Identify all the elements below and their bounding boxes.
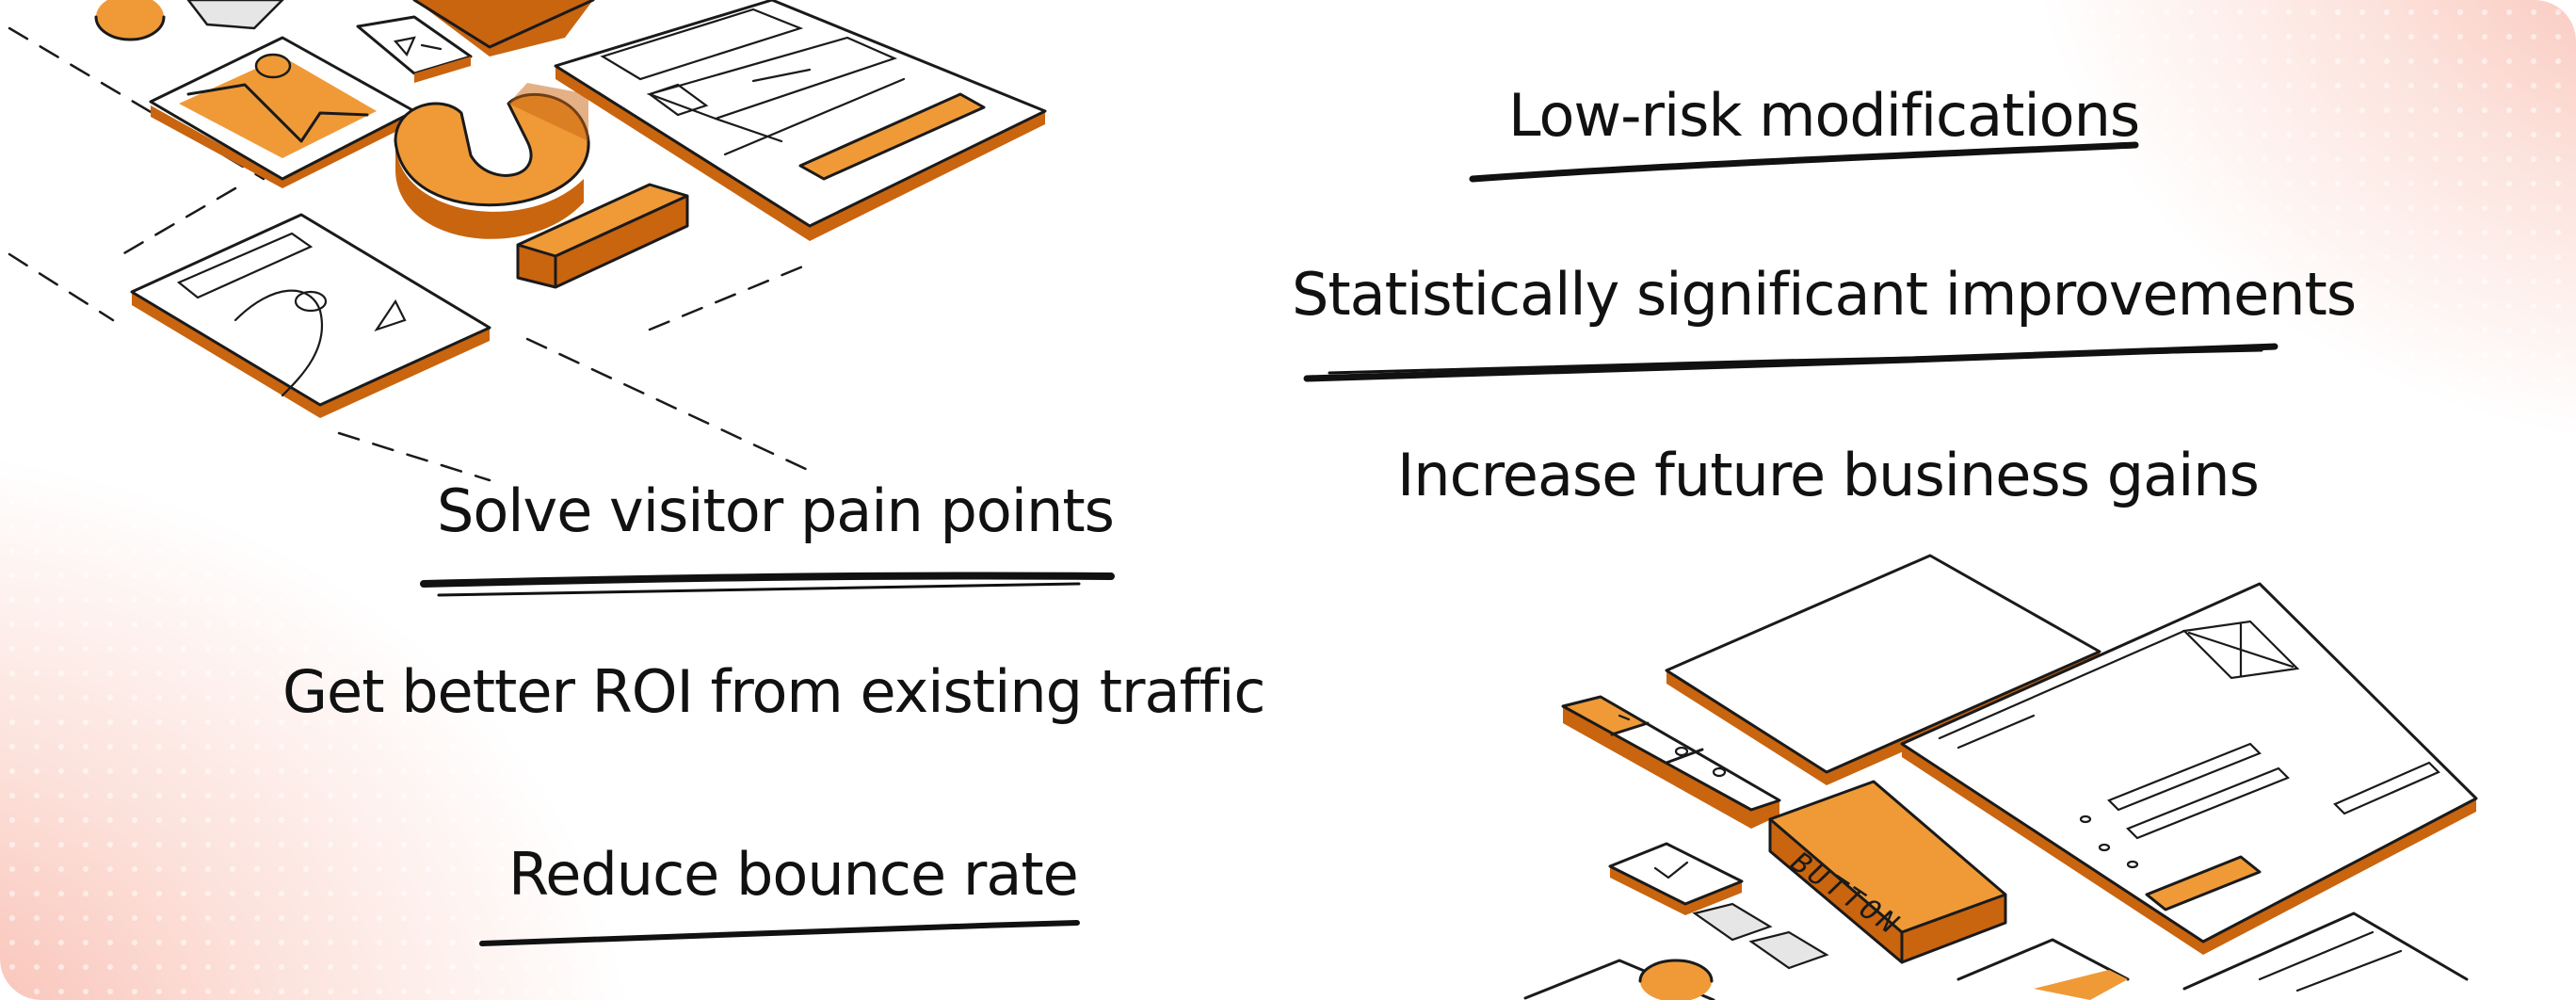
wireframe-sketch-bottom-right bbox=[1523, 554, 2478, 1000]
underline-low-risk bbox=[1469, 141, 2139, 183]
benefit-better-roi: Get better ROI from existing traffic bbox=[282, 657, 1265, 726]
benefit-low-risk: Low-risk modifications bbox=[1508, 81, 2140, 150]
underline-bounce-rate bbox=[479, 920, 1080, 946]
benefit-pain-points: Solve visitor pain points bbox=[437, 476, 1115, 545]
benefit-statistically-significant: Statistically significant improvements bbox=[1292, 260, 2357, 329]
benefit-future-gains: Increase future business gains bbox=[1397, 441, 2260, 509]
wireframe-sketch-top-left bbox=[8, 0, 1047, 482]
benefit-bounce-rate: Reduce bounce rate bbox=[508, 840, 1079, 909]
underline-pain-points bbox=[420, 572, 1115, 597]
underline-statistically-significant bbox=[1303, 343, 2278, 382]
